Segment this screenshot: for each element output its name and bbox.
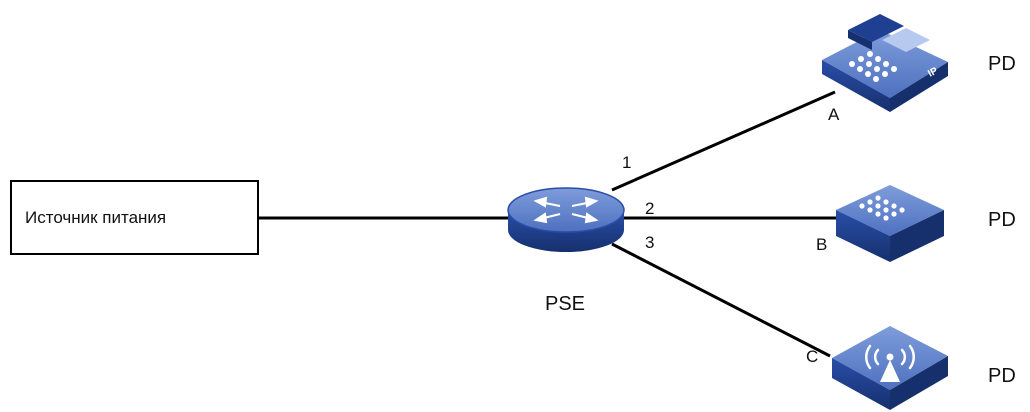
device-b-role: PD [988, 209, 1016, 231]
power-source-label: Источник питания [25, 208, 166, 227]
device-a-role: PD [988, 53, 1016, 75]
pse-label: PSE [545, 293, 585, 315]
device-b-label: B [816, 235, 827, 254]
port-label-1: 1 [622, 153, 631, 172]
port-label-3: 3 [645, 233, 654, 252]
device-c-label: C [806, 347, 818, 366]
pse-switch-icon [507, 187, 625, 252]
link-a [611, 90, 836, 192]
port-label-2: 2 [645, 199, 654, 218]
power-source-box [10, 180, 259, 255]
device-a-label: A [828, 105, 840, 124]
ip-phone-icon: IP [822, 14, 948, 112]
link-c [611, 242, 831, 358]
device-c-role: PD [988, 365, 1016, 387]
wireless-ap-icon [832, 326, 948, 410]
phone-icon [836, 185, 944, 262]
